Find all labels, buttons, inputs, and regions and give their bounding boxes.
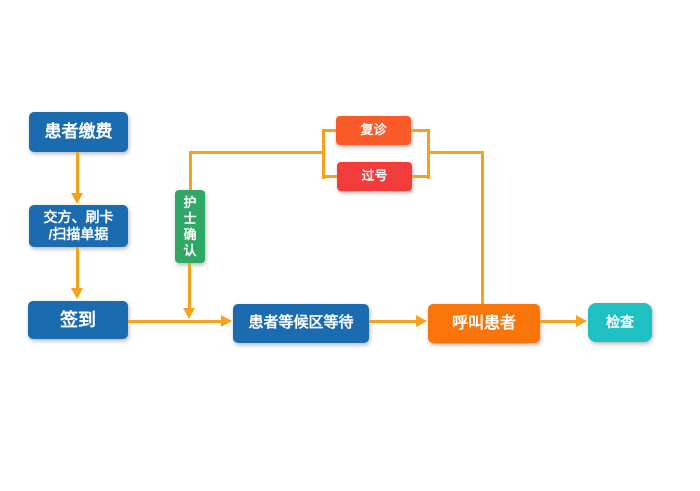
connector-bracket-to-call-horizontal [427, 151, 483, 154]
arrowhead-down-icon [183, 308, 195, 319]
connector-bracket-left-top-stub [322, 129, 336, 132]
connector-bracket-to-nurse-vertical [189, 151, 192, 190]
flow-node-pay-method-line2: /扫描单据 [48, 226, 109, 242]
arrowhead-right-icon [416, 315, 427, 327]
connector-bracket-left-bottom-stub [322, 175, 337, 178]
connector-signin-to-waiting [128, 320, 222, 323]
connector-bracket-to-call-vertical [481, 151, 484, 304]
connector-payment-to-paymethod [76, 152, 79, 194]
connector-paymethod-to-signin [76, 247, 79, 289]
flow-node-sign-in: 签到 [28, 301, 128, 339]
connector-bracket-right-vertical [427, 129, 430, 179]
flow-node-revisit: 复诊 [336, 116, 411, 145]
arrowhead-right-icon [221, 315, 232, 327]
connector-nurse-to-waiting [188, 263, 191, 309]
flow-node-missed-number: 过号 [337, 162, 412, 191]
connector-waiting-to-call [369, 320, 417, 323]
connector-bracket-left-vertical [322, 129, 325, 179]
flow-node-patient-payment: 患者缴费 [29, 112, 128, 152]
flow-node-nurse-confirm: 护士确认 [175, 190, 205, 263]
flow-node-call-patient: 呼叫患者 [428, 304, 540, 343]
connector-call-to-examination [540, 320, 577, 323]
connector-bracket-right-top-stub [411, 129, 430, 132]
flow-node-pay-method: 交方、刷卡 /扫描单据 [29, 205, 128, 247]
flow-node-nurse-confirm-label: 护士确认 [183, 194, 197, 258]
flow-node-pay-method-line1: 交方、刷卡 [43, 208, 114, 225]
arrowhead-right-icon [576, 315, 587, 327]
connector-bracket-to-nurse-horizontal [189, 151, 322, 154]
arrowhead-down-icon [71, 288, 83, 299]
flow-node-waiting-area: 患者等候区等待 [233, 304, 369, 343]
arrowhead-down-icon [71, 193, 83, 204]
connector-bracket-right-bottom-stub [412, 175, 430, 178]
flow-node-examination: 检查 [588, 303, 652, 342]
